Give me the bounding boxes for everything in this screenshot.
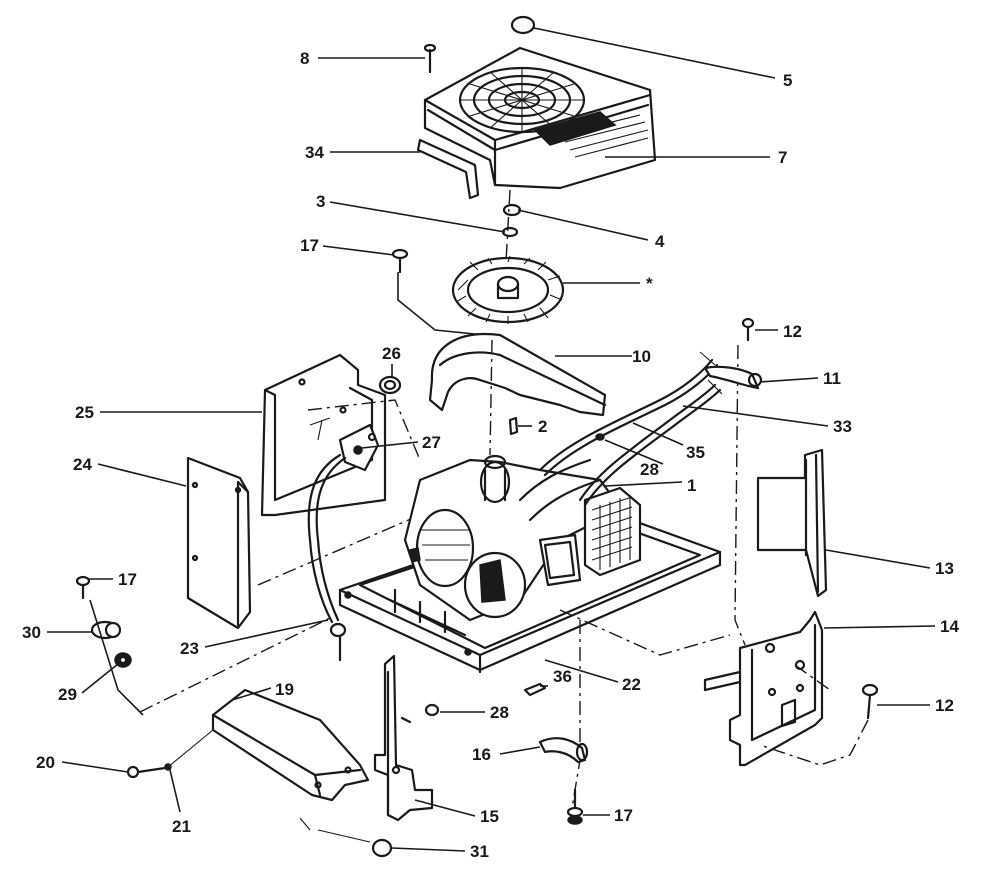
callout-8: 8 (300, 49, 309, 68)
cover-vent (533, 111, 649, 158)
screw-17-top (391, 248, 486, 336)
refrigerant-tubes (538, 351, 723, 507)
power-cord-23 (307, 453, 347, 662)
screw-12-lower (759, 683, 879, 766)
top-cover-assembly (416, 15, 657, 200)
side-panel-13 (756, 448, 828, 598)
callout-1: 1 (687, 476, 696, 495)
callout-12-top: 12 (783, 322, 802, 341)
side-panel-25 (260, 353, 387, 517)
screw-12-top (741, 317, 755, 342)
compressor-assembly (403, 454, 642, 622)
callout-4: 4 (655, 232, 665, 251)
callout-15: 15 (480, 807, 499, 826)
callout-17-lower: 17 (614, 806, 633, 825)
screw-17-lower (566, 788, 584, 825)
callout-31: 31 (470, 842, 489, 861)
nut-29 (114, 652, 132, 668)
callout-26: 26 (382, 344, 401, 363)
knob-30 (90, 620, 122, 640)
fan-grille (458, 66, 586, 134)
screw-20 (126, 765, 167, 779)
callout-34: 34 (305, 143, 324, 162)
knob-5 (510, 15, 536, 35)
back-panel-14 (703, 610, 831, 767)
callout-36: 36 (553, 667, 572, 686)
callout-16: 16 (472, 745, 491, 764)
callout-20: 20 (36, 753, 55, 772)
callout-21: 21 (172, 817, 191, 836)
tube-11 (703, 365, 763, 390)
screw-8 (423, 43, 437, 74)
callout-22: 22 (622, 675, 641, 694)
callout-2: 2 (538, 417, 547, 436)
callout-13: 13 (935, 559, 954, 578)
callout-star: * (646, 274, 653, 293)
callout-17-left: 17 (118, 570, 137, 589)
callout-5: 5 (783, 71, 792, 90)
side-panel-24 (186, 456, 252, 630)
callout-25: 25 (75, 403, 94, 422)
bracket-15 (373, 654, 434, 822)
fan-shroud (428, 333, 607, 456)
callout-labels: 8 5 34 7 3 4 17 * 12 10 26 11 25 2 33 27… (22, 49, 959, 861)
bracket-19 (211, 688, 370, 802)
screw-17-left (75, 575, 91, 600)
callout-23: 23 (180, 639, 199, 658)
strap-16 (538, 737, 589, 764)
cover-bracket (416, 138, 480, 200)
grommet-28-lower (424, 703, 440, 717)
callout-11: 11 (823, 369, 841, 388)
callout-7: 7 (778, 148, 787, 167)
callout-10: 10 (632, 347, 651, 366)
callout-27: 27 (422, 433, 441, 452)
callout-28-lower: 28 (490, 703, 509, 722)
callout-35: 35 (686, 443, 705, 462)
callout-30: 30 (22, 623, 41, 642)
clip-2 (508, 416, 519, 436)
callout-3: 3 (316, 192, 325, 211)
callout-29: 29 (58, 685, 77, 704)
callout-28-upper: 28 (640, 460, 659, 479)
leader-lines (47, 27, 936, 852)
callout-19: 19 (275, 680, 294, 699)
callout-24: 24 (73, 455, 92, 474)
callout-33: 33 (833, 417, 852, 436)
fan-blade (451, 255, 565, 324)
callout-12-lower: 12 (935, 696, 954, 715)
grommet-26 (378, 375, 402, 395)
knob-shaft-line (89, 599, 144, 716)
callout-14: 14 (940, 617, 959, 636)
grommet-28-upper (595, 433, 605, 441)
knob-31 (299, 817, 393, 858)
callout-17-top: 17 (300, 236, 319, 255)
